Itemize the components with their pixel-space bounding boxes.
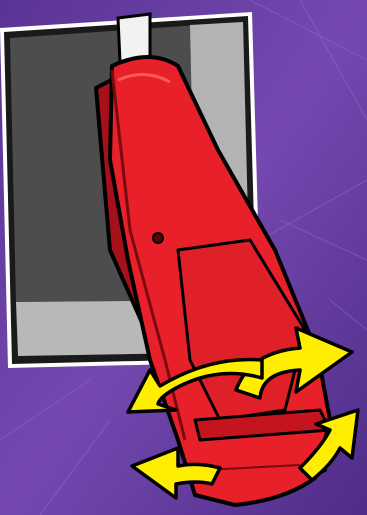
pivot-hole: [153, 233, 163, 243]
white-cable: [118, 14, 150, 62]
